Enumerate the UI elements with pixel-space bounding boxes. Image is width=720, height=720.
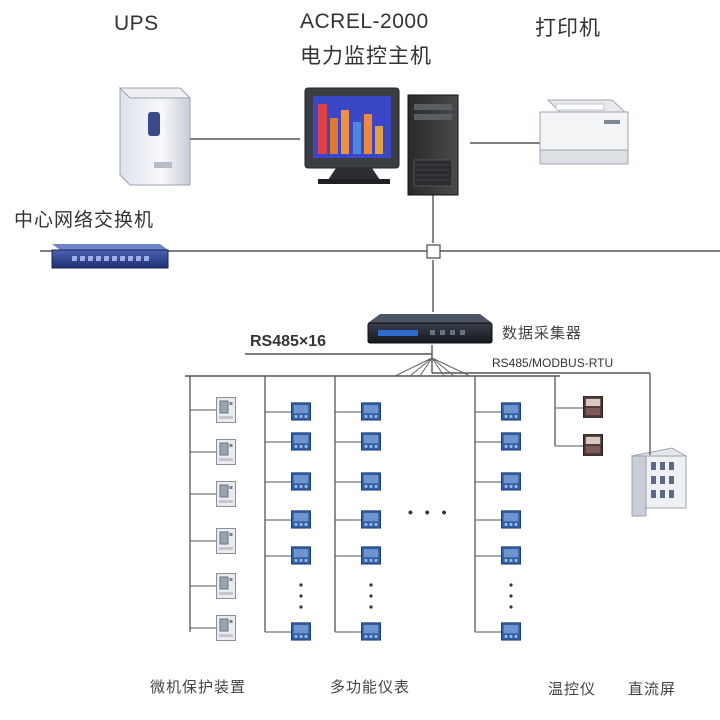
vertical-ellipsis-dot bbox=[299, 583, 303, 587]
central-network-switch bbox=[51, 244, 169, 269]
horizontal-ellipsis: • • • bbox=[408, 504, 451, 520]
multifunction-meter-device bbox=[361, 546, 381, 565]
protection-relay-device bbox=[216, 481, 236, 507]
multifunction-meter-device bbox=[361, 510, 381, 529]
protection-devices-label: 微机保护装置 bbox=[150, 678, 247, 696]
data-collector-device bbox=[367, 314, 493, 344]
fan-out-lines bbox=[394, 357, 471, 377]
vertical-ellipsis-dot bbox=[369, 583, 373, 587]
temperature-controller-device bbox=[583, 434, 603, 456]
host-name-label: 电力监控主机 bbox=[300, 44, 432, 68]
vertical-ellipsis-dot bbox=[509, 594, 513, 598]
protection-relay-device bbox=[216, 397, 236, 423]
rs485-modbus-label: RS485/MODBUS-RTU bbox=[492, 356, 614, 370]
multifunction-meters-label: 多功能仪表 bbox=[330, 678, 411, 696]
protection-relay-device bbox=[216, 615, 236, 641]
multifunction-meter-device bbox=[361, 622, 381, 641]
multifunction-meter-device bbox=[291, 546, 311, 565]
collector-label: 数据采集器 bbox=[502, 324, 583, 342]
vertical-ellipsis-dot bbox=[299, 605, 303, 609]
vertical-ellipsis-dot bbox=[509, 605, 513, 609]
field-device-columns bbox=[189, 376, 603, 641]
vertical-ellipsis-dot bbox=[299, 594, 303, 598]
temp-controller-label: 温控仪 bbox=[548, 680, 597, 698]
monitoring-host-computer bbox=[304, 87, 459, 196]
switch-label: 中心网络交换机 bbox=[14, 209, 155, 231]
temperature-controller-device bbox=[583, 396, 603, 418]
multifunction-meter-device bbox=[291, 402, 311, 421]
protection-relay-device bbox=[216, 439, 236, 465]
multifunction-meter-device bbox=[361, 402, 381, 421]
multifunction-meter-device bbox=[501, 622, 521, 641]
multifunction-meter-device bbox=[291, 432, 311, 451]
dc-panel-label: 直流屏 bbox=[628, 680, 677, 698]
ups-device bbox=[118, 87, 192, 186]
multifunction-meter-device bbox=[291, 622, 311, 641]
protection-relay-device bbox=[216, 528, 236, 554]
multifunction-meter-device bbox=[501, 510, 521, 529]
backbone-junction bbox=[426, 244, 441, 259]
multifunction-meter-device bbox=[291, 510, 311, 529]
multifunction-meter-device bbox=[361, 432, 381, 451]
printer-label: 打印机 bbox=[535, 16, 601, 40]
ups-label: UPS bbox=[114, 12, 159, 35]
multifunction-meter-device bbox=[291, 472, 311, 491]
multifunction-meter-device bbox=[361, 472, 381, 491]
vertical-ellipsis-dot bbox=[369, 594, 373, 598]
vertical-ellipsis-dot bbox=[369, 605, 373, 609]
multifunction-meter-device bbox=[501, 472, 521, 491]
multifunction-meter-device bbox=[501, 432, 521, 451]
dc-panel-cabinet bbox=[630, 447, 688, 517]
protection-relay-device bbox=[216, 573, 236, 599]
vertical-ellipsis-dot bbox=[509, 583, 513, 587]
multifunction-meter-device bbox=[501, 546, 521, 565]
printer-device bbox=[539, 99, 629, 165]
host-model-label: ACREL-2000 bbox=[300, 10, 429, 33]
rs485-x16-label: RS485×16 bbox=[250, 333, 327, 350]
multifunction-meter-device bbox=[501, 402, 521, 421]
